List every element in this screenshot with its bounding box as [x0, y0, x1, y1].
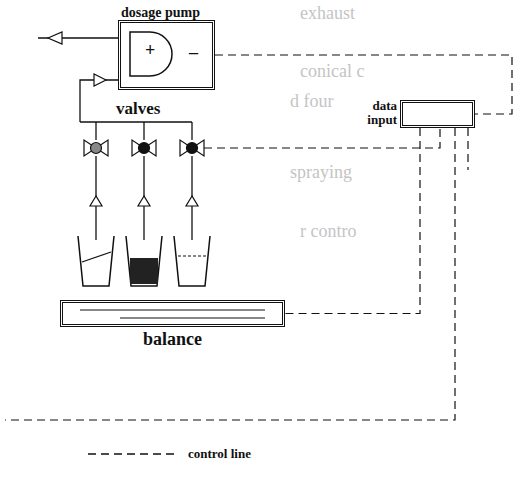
control-line	[285, 128, 420, 314]
watermark: d four	[290, 92, 334, 112]
valve-symbol	[139, 143, 150, 154]
flow-arrow	[186, 196, 198, 206]
watermark: r contro	[300, 222, 356, 242]
pipe-line	[191, 122, 192, 140]
control-line	[5, 128, 455, 420]
pump-sign: +	[145, 41, 155, 61]
pipe-line	[80, 121, 192, 122]
pipe-line	[143, 122, 144, 140]
legend-swatch	[88, 448, 178, 460]
beaker	[78, 236, 114, 286]
balance-box: balance	[60, 300, 285, 327]
pipe-line	[95, 122, 96, 140]
beaker	[126, 236, 162, 286]
watermark: conical c	[300, 62, 364, 82]
watermark: exhaust	[300, 4, 355, 24]
flow-arrow	[138, 196, 150, 206]
pump-symbol	[130, 32, 172, 76]
pump-sign: _	[189, 37, 198, 57]
input-box: data input	[400, 100, 475, 128]
pipe-line	[80, 80, 118, 122]
beaker	[174, 236, 210, 286]
legend-text: control line	[188, 446, 251, 462]
part-label: valves	[116, 100, 160, 119]
balance-detail	[80, 309, 265, 310]
legend-entry: control line	[88, 446, 251, 462]
node-heading: dosage pump	[121, 5, 200, 20]
valve-symbol	[91, 143, 102, 154]
balance-detail	[120, 317, 265, 318]
node-heading: balance	[143, 330, 202, 350]
liquid-level	[82, 252, 111, 262]
liquid-level	[130, 258, 158, 284]
pump-box: dosage pump+_	[118, 20, 215, 90]
watermark: spraying	[290, 163, 352, 183]
node-heading: data input	[357, 99, 397, 128]
flow-arrow	[90, 196, 102, 206]
flow-arrow	[48, 32, 62, 44]
control-line	[467, 128, 468, 170]
flow-arrow	[94, 74, 106, 86]
valve-symbol	[187, 143, 198, 154]
control-line	[215, 55, 512, 114]
legend-swatch	[88, 453, 178, 454]
control-line	[204, 128, 440, 148]
liquid-level	[178, 255, 206, 256]
